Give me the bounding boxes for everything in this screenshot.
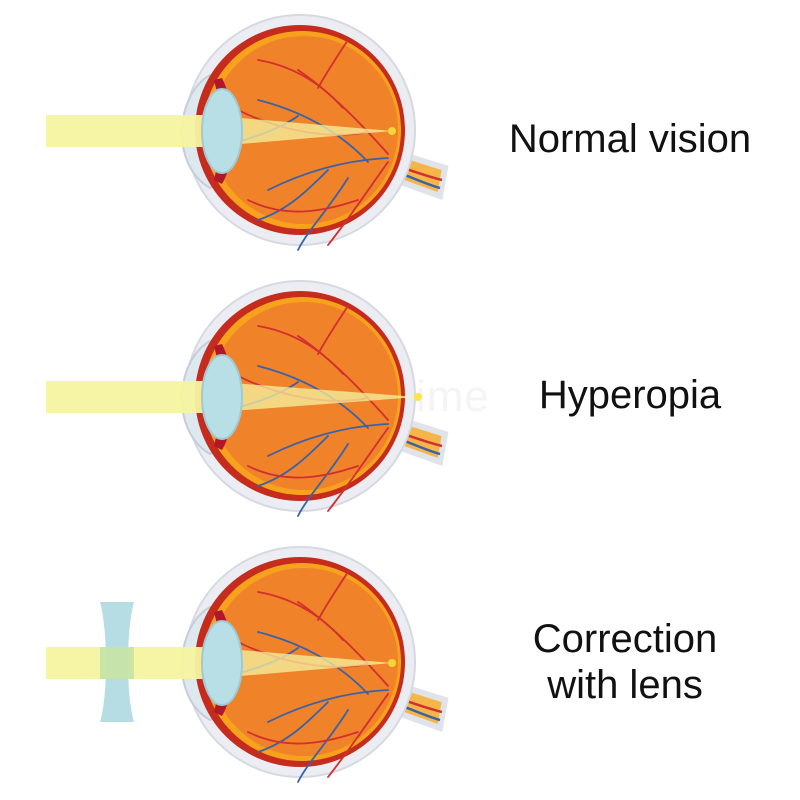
caption-line: with lens	[547, 663, 703, 707]
artery	[327, 693, 389, 778]
vein	[267, 689, 389, 723]
vein	[257, 701, 329, 753]
artery	[257, 591, 344, 641]
caption-line: Hyperopia	[538, 373, 722, 417]
crystalline-lens	[201, 88, 243, 174]
artery	[317, 571, 349, 621]
artery	[317, 305, 349, 355]
vein	[267, 423, 389, 457]
panel-hyperopia: Hyperopia	[0, 266, 800, 526]
caption-line: Normal vision	[508, 117, 752, 161]
vein	[297, 709, 349, 783]
vein	[257, 435, 329, 487]
focus-point	[414, 393, 422, 401]
artery	[257, 59, 344, 109]
panel-correction: Correction with lens	[0, 532, 800, 792]
vein	[267, 157, 389, 191]
artery	[327, 427, 389, 512]
artery	[247, 199, 359, 213]
caption-correction: Correction with lens	[500, 616, 750, 708]
vein	[257, 631, 369, 695]
crystalline-lens	[201, 620, 243, 706]
vein	[257, 169, 329, 221]
eye-normal-vision-illustration	[46, 14, 449, 251]
eye-hyperopia-illustration	[46, 280, 449, 517]
caption-line: Correction	[532, 617, 718, 661]
artery	[247, 465, 359, 479]
vein	[297, 443, 349, 517]
light-beam-converging	[206, 647, 392, 679]
vein	[297, 177, 349, 251]
vein	[257, 365, 369, 429]
artery	[247, 731, 359, 745]
light-beam-converging	[206, 115, 392, 147]
beam-through-lens	[100, 647, 134, 679]
caption-hyperopia: Hyperopia	[510, 372, 750, 418]
light-beam-converging	[206, 381, 418, 413]
artery	[327, 161, 389, 246]
focus-point	[388, 127, 396, 135]
light-beam	[46, 115, 206, 147]
vein	[257, 99, 369, 163]
eye-correction-illustration	[46, 546, 449, 783]
artery	[257, 325, 344, 375]
light-beam	[46, 381, 206, 413]
artery	[317, 39, 349, 89]
crystalline-lens	[201, 354, 243, 440]
caption-normal-vision: Normal vision	[490, 116, 770, 162]
focus-point	[388, 659, 396, 667]
panel-normal-vision: Normal vision	[0, 0, 800, 260]
